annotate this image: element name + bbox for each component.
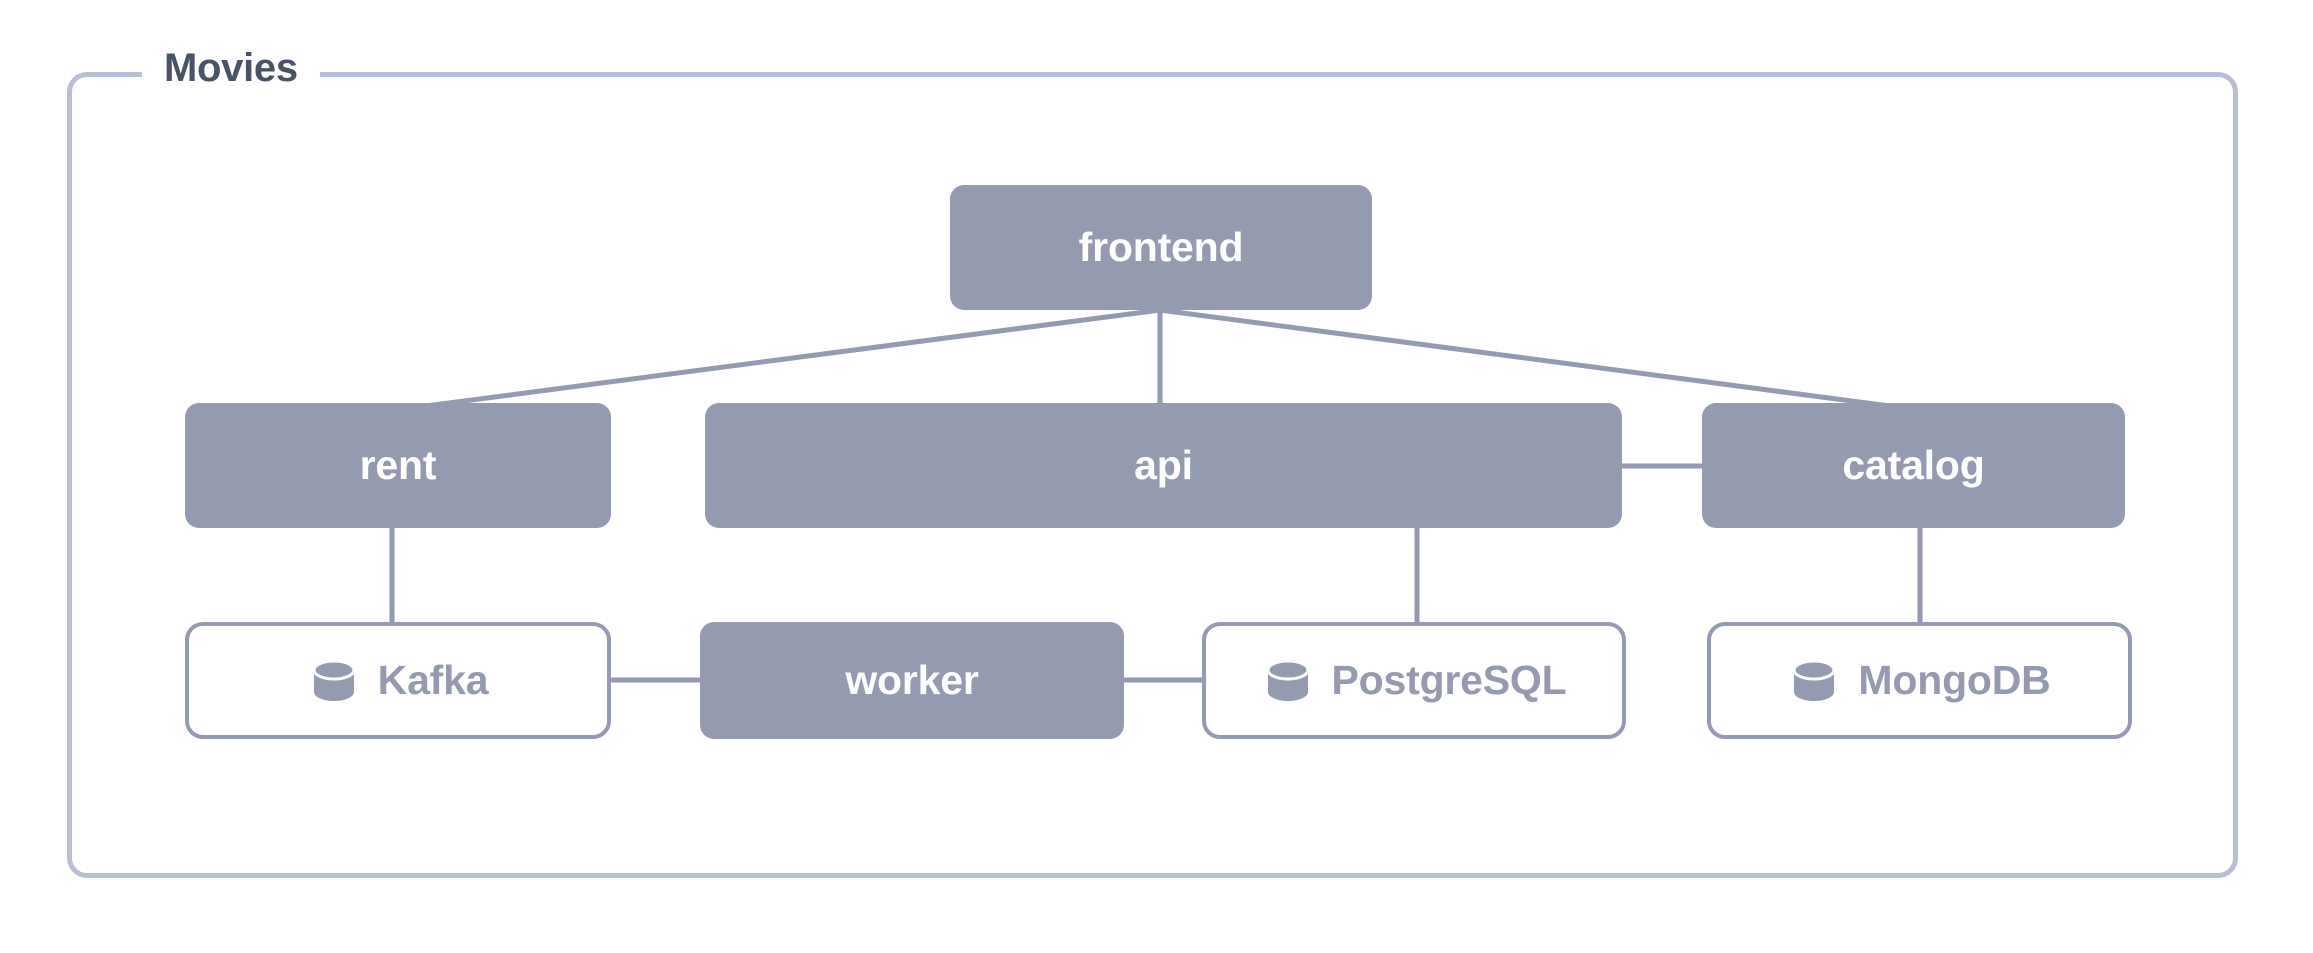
group-title: Movies	[142, 38, 320, 98]
node-kafka[interactable]: Kafka	[185, 622, 611, 739]
node-mongodb[interactable]: MongoDB	[1707, 622, 2132, 739]
node-postgresql[interactable]: PostgreSQL	[1202, 622, 1626, 739]
node-worker[interactable]: worker	[700, 622, 1124, 739]
node-kafka-label: Kafka	[377, 657, 489, 703]
database-icon	[1262, 655, 1314, 707]
node-frontend[interactable]: frontend	[950, 185, 1372, 310]
node-worker-label: worker	[845, 657, 979, 703]
node-catalog-label: catalog	[1842, 442, 1985, 488]
group-frame-movies	[67, 72, 2238, 878]
node-postgresql-label: PostgreSQL	[1331, 657, 1567, 703]
node-frontend-label: frontend	[1078, 224, 1244, 270]
node-api[interactable]: api	[705, 403, 1622, 528]
database-icon	[1788, 655, 1840, 707]
node-rent-label: rent	[359, 442, 437, 488]
database-icon	[308, 655, 360, 707]
node-rent[interactable]: rent	[185, 403, 611, 528]
node-api-label: api	[1134, 442, 1193, 488]
node-catalog[interactable]: catalog	[1702, 403, 2125, 528]
node-mongodb-label: MongoDB	[1858, 657, 2051, 703]
